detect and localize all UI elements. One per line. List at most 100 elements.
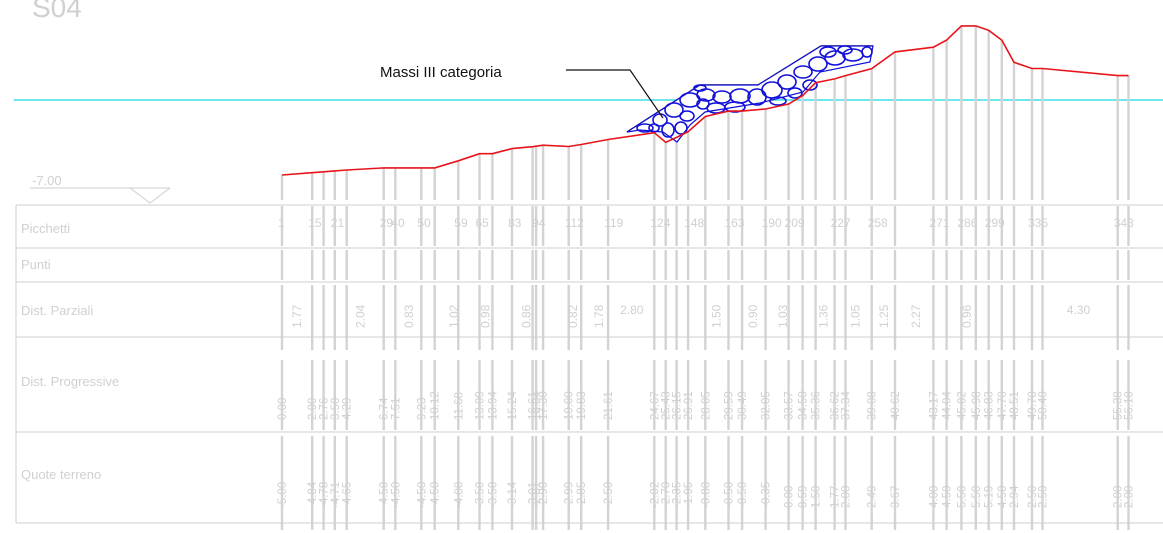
- station-tick: [787, 104, 790, 200]
- picchetto-label: 29: [380, 216, 394, 230]
- picchetto-label: 59: [454, 216, 468, 230]
- dist-progressiva-value: 50.40: [1038, 391, 1050, 420]
- table-tick: [987, 285, 990, 350]
- riprap-boulder: [664, 102, 684, 118]
- table-tick: [686, 360, 690, 430]
- table-tick: [311, 360, 314, 430]
- table-tick: [1030, 360, 1034, 430]
- table-tick: [280, 436, 284, 530]
- quota-value: -0.50: [737, 482, 749, 508]
- table-tick: [567, 206, 570, 246]
- table-tick: [653, 285, 656, 350]
- dist-progressiva-value: 44.04: [942, 391, 954, 420]
- table-tick: [814, 360, 817, 430]
- picchetto-label: 163: [725, 216, 745, 230]
- picchetto-label: 227: [831, 216, 851, 230]
- dist-parziale-value: 1.77: [290, 304, 304, 328]
- quota-value: 2.49: [867, 486, 879, 508]
- station-tick: [814, 82, 817, 200]
- riprap-boulder: [769, 96, 787, 106]
- table-tick: [870, 360, 873, 430]
- dist-parziale-value: 2.04: [354, 304, 368, 328]
- table-tick: [1030, 206, 1034, 246]
- table-tick: [394, 285, 397, 350]
- table-tick: [311, 436, 314, 530]
- station-tick: [394, 167, 397, 200]
- table-tick: [686, 436, 690, 530]
- quota-value: 1.77: [830, 486, 842, 508]
- riprap-boulder: [787, 87, 803, 99]
- table-tick: [987, 206, 990, 246]
- riprap-boulder: [802, 79, 818, 91]
- quota-value: 4.50: [942, 486, 954, 508]
- riprap-boulder: [861, 46, 873, 58]
- table-tick: [491, 360, 494, 430]
- table-tick: [740, 206, 744, 246]
- station-tick: [567, 146, 570, 200]
- table-tick: [433, 206, 436, 246]
- table-tick: [960, 360, 963, 430]
- row-label-dist-progressive: Dist. Progressive: [21, 374, 119, 389]
- dist-progressiva-value: 26.15: [672, 391, 684, 420]
- table-tick: [740, 285, 744, 350]
- picchetto-label: 335: [1028, 216, 1048, 230]
- riprap-boulder: [679, 110, 695, 122]
- table-tick: [1127, 206, 1130, 246]
- table-tick: [1000, 285, 1003, 350]
- table-tick: [1116, 436, 1119, 530]
- data-table: Picchetti Punti Dist. Parziali Dist. Pro…: [15, 204, 1163, 524]
- dist-parziale-value: 0.83: [402, 304, 416, 328]
- table-tick: [704, 206, 707, 246]
- table-tick: [322, 206, 325, 246]
- table-tick: [382, 250, 385, 280]
- station-tick: [653, 132, 656, 200]
- station-tick: [764, 109, 767, 200]
- table-tick: [322, 250, 325, 280]
- dist-progressiva-value: 24.67: [649, 391, 661, 420]
- quota-value: -4.84: [307, 481, 319, 508]
- table-tick: [531, 206, 534, 246]
- table-tick: [893, 436, 897, 530]
- dist-parziale-value: 1.50: [710, 304, 724, 328]
- station-tick: [1041, 68, 1044, 200]
- table-tick: [510, 250, 514, 280]
- quota-value: -3.01: [528, 482, 540, 508]
- table-tick: [833, 206, 836, 246]
- table-tick: [1041, 436, 1044, 530]
- riprap-boulder: [808, 56, 828, 72]
- table-tick: [987, 360, 990, 430]
- station-tick: [345, 170, 348, 200]
- table-tick: [322, 360, 325, 430]
- table-tick: [932, 360, 935, 430]
- dist-parziale-value: 1.25: [877, 304, 891, 328]
- table-tick: [960, 250, 963, 280]
- table-tick: [764, 250, 767, 280]
- quota-value: -1.95: [683, 482, 695, 508]
- picchetto-label: 124: [650, 216, 670, 230]
- table-tick: [541, 206, 545, 246]
- table-tick: [945, 285, 948, 350]
- table-tick: [491, 436, 494, 530]
- station-tick: [974, 25, 977, 201]
- table-tick: [653, 250, 656, 280]
- station-tick: [960, 25, 963, 201]
- table-tick: [893, 250, 897, 280]
- table-tick: [787, 436, 790, 530]
- table-tick: [345, 250, 348, 280]
- table-tick: [567, 285, 570, 350]
- dist-progressiva-value: 13.94: [487, 391, 499, 420]
- quota-value: -2.02: [649, 482, 661, 508]
- station-tick: [1000, 40, 1003, 200]
- table-tick: [727, 206, 730, 246]
- table-tick: [787, 360, 790, 430]
- dist-progressiva-value: 39.08: [867, 391, 879, 420]
- quota-value: 2.50: [1038, 486, 1050, 508]
- table-tick: [1127, 360, 1130, 430]
- picchetto-label: 83: [508, 216, 522, 230]
- table-tick: [932, 250, 935, 280]
- quota-value: -4.78: [319, 482, 331, 508]
- table-tick: [704, 360, 707, 430]
- table-tick: [704, 250, 707, 280]
- table-tick: [764, 436, 767, 530]
- table-tick: [974, 206, 977, 246]
